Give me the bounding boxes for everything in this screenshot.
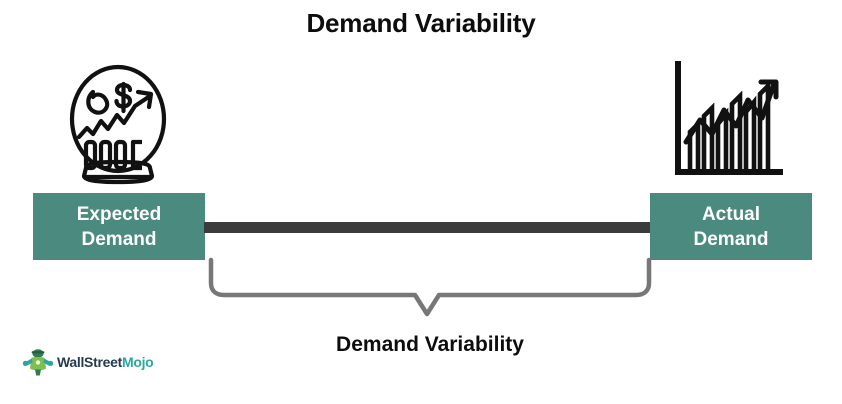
brace-caption: Demand Variability xyxy=(336,333,524,356)
wallstreetmojo-logo-icon xyxy=(22,349,54,376)
expected-demand-box[interactable]: Expected Demand xyxy=(33,193,205,260)
crystal-ball-forecast-icon xyxy=(62,58,174,188)
gap-connector-bar xyxy=(204,222,652,233)
wallstreetmojo-logo[interactable]: WallStreetMojo xyxy=(22,345,154,379)
actual-demand-label-line2: Demand xyxy=(693,228,769,250)
bar-chart-trend-icon xyxy=(668,60,786,186)
wallstreetmojo-logo-text: WallStreetMojo xyxy=(57,354,154,370)
expected-demand-label-line1: Expected xyxy=(76,203,162,225)
actual-demand-box[interactable]: Actual Demand xyxy=(650,193,812,260)
variability-brace xyxy=(200,255,660,317)
logo-text-primary: WallStreet xyxy=(57,354,122,370)
actual-demand-label-line1: Actual xyxy=(701,203,761,225)
logo-text-accent: Mojo xyxy=(121,354,154,370)
expected-demand-label-line2: Demand xyxy=(81,228,157,250)
page-title: Demand Variability xyxy=(306,8,536,38)
